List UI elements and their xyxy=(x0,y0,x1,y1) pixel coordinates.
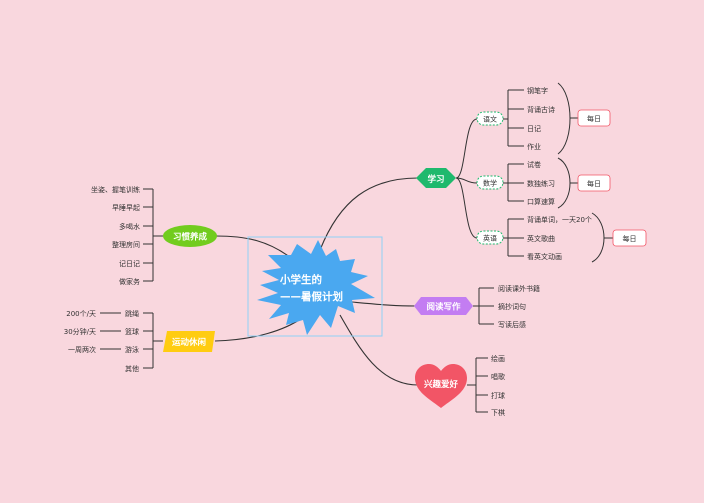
chinese-item-2: 背诵古诗 xyxy=(527,105,555,114)
hobby-branch: 兴趣爱好 绘画 唱歌 打球 下棋 xyxy=(415,354,505,417)
sport-note-3: 一周两次 xyxy=(68,345,96,354)
habit-item-4: 整理房间 xyxy=(112,240,140,249)
hobby-heart-shape xyxy=(415,364,467,408)
chinese-item-1: 钢笔字 xyxy=(527,86,548,95)
center-frame xyxy=(247,236,383,337)
hobby-item-3: 打球 xyxy=(491,391,505,400)
math-node[interactable]: 数学 xyxy=(476,175,504,190)
math-item-1: 试卷 xyxy=(527,160,541,169)
reading-item-1: 阅读课外书籍 xyxy=(498,284,540,293)
sport-node[interactable]: 运动休闲 xyxy=(163,331,215,352)
sport-note-2: 30分钟/天 xyxy=(64,327,96,336)
center-starburst xyxy=(257,240,375,335)
study-shape xyxy=(416,168,456,188)
study-connectors xyxy=(455,118,478,239)
math-frequency[interactable]: 每日 xyxy=(577,174,611,192)
connector-reading xyxy=(351,301,417,307)
hobby-item-1: 绘画 xyxy=(491,354,505,363)
chinese-summary-brace xyxy=(557,82,571,155)
math-item-3: 口算速算 xyxy=(527,197,555,206)
math-bracket xyxy=(503,163,524,202)
math-frequency-label: 每日 xyxy=(587,179,601,188)
reading-bracket xyxy=(473,287,494,325)
hobby-item-4: 下棋 xyxy=(491,408,505,417)
habit-item-2: 早睡早起 xyxy=(112,204,140,212)
chinese-item-3: 日记 xyxy=(527,125,541,133)
sport-label: 运动休闲 xyxy=(172,337,206,348)
english-item-3: 看英文动画 xyxy=(527,252,562,261)
sport-item-3: 游泳 xyxy=(125,345,139,354)
english-frequency-label: 每日 xyxy=(623,234,637,243)
reading-item-3: 写读后感 xyxy=(498,320,526,329)
chinese-item-4: 作业 xyxy=(527,142,541,151)
sport-branch: 运动休闲 跳绳 篮球 游泳 其他 200个/天 30分钟/天 一周两次 xyxy=(64,309,215,373)
habit-item-1: 坐姿、握笔训练 xyxy=(91,185,140,194)
math-summary-brace xyxy=(557,157,571,209)
sport-item-1: 跳绳 xyxy=(125,309,139,318)
habit-node[interactable]: 习惯养成 xyxy=(163,225,217,247)
reading-branch: 阅读写作 阅读课外书籍 摘抄词句 写读后感 xyxy=(414,284,540,329)
reading-item-2: 摘抄词句 xyxy=(498,302,526,311)
study-label: 学习 xyxy=(427,174,444,185)
sport-bracket xyxy=(143,312,163,369)
reading-shape xyxy=(414,297,473,315)
chinese-frequency[interactable]: 每日 xyxy=(577,109,611,127)
chinese-node[interactable]: 语文 xyxy=(476,111,504,126)
reading-label: 阅读写作 xyxy=(426,302,461,313)
english-label: 英语 xyxy=(483,234,497,243)
habit-item-6: 做家务 xyxy=(119,277,140,286)
english-summary-brace xyxy=(591,212,605,263)
chinese-label: 语文 xyxy=(483,115,497,124)
habit-label: 习惯养成 xyxy=(173,232,208,243)
sport-item-4: 其他 xyxy=(125,364,139,373)
connector-hobby xyxy=(339,314,419,386)
english-bracket xyxy=(503,218,524,257)
english-item-1: 背诵单词，一天20个 xyxy=(527,215,592,224)
center-title-line1: 小学生的 xyxy=(279,273,322,286)
habit-branch: 习惯养成 坐姿、握笔训练 早睡早起 多喝水 整理房间 记日记 做家务 xyxy=(91,185,217,286)
habit-item-5: 记日记 xyxy=(119,260,140,268)
hobby-bracket xyxy=(467,357,488,413)
study-node[interactable]: 学习 xyxy=(416,168,456,188)
habit-bracket xyxy=(143,188,163,282)
math-item-2: 数独练习 xyxy=(527,179,555,188)
habit-item-3: 多喝水 xyxy=(119,222,140,231)
sport-note-1: 200个/天 xyxy=(66,310,96,318)
sport-note-lines xyxy=(100,312,121,350)
sport-shape xyxy=(163,331,215,352)
chinese-frequency-label: 每日 xyxy=(587,114,601,123)
reading-node[interactable]: 阅读写作 xyxy=(414,297,473,315)
sport-item-2: 篮球 xyxy=(125,327,139,336)
chinese-bracket xyxy=(503,89,524,147)
connector-study xyxy=(319,177,419,251)
habit-shape xyxy=(163,225,217,247)
hobby-node[interactable]: 兴趣爱好 xyxy=(415,364,467,408)
english-node[interactable]: 英语 xyxy=(476,230,504,245)
study-branch: 学习 语文 钢笔字 背诵古诗 日记 作业 每日 xyxy=(416,82,647,263)
center-topic[interactable]: 小学生的 ——暑假计划 xyxy=(247,236,383,337)
hobby-item-2: 唱歌 xyxy=(491,372,505,381)
math-label: 数学 xyxy=(483,179,497,188)
english-frequency[interactable]: 每日 xyxy=(612,229,647,247)
hobby-label: 兴趣爱好 xyxy=(424,379,459,390)
english-item-2: 英文歌曲 xyxy=(527,234,555,243)
center-title-line2: ——暑假计划 xyxy=(280,290,343,303)
